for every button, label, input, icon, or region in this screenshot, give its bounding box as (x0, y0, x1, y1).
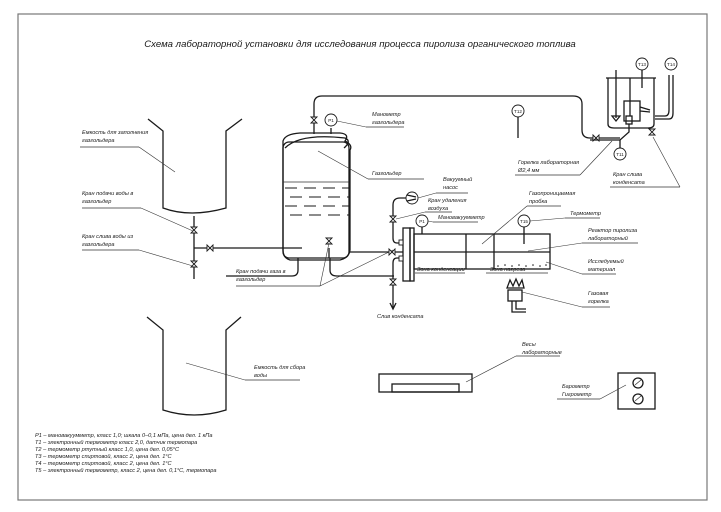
label-tank-collect: Емкость для сбора воды (185, 362, 305, 381)
collect-tank (146, 316, 242, 416)
svg-text:Газопроницаемая: Газопроницаемая (529, 191, 575, 197)
legend-item: T1 – электронный термометр класс 2,0, да… (35, 439, 197, 446)
valve-line[interactable] (206, 243, 214, 253)
svg-text:пробка: пробка (529, 199, 547, 205)
valve-water-out[interactable] (189, 260, 199, 268)
svg-text:газгольдера: газгольдера (82, 242, 115, 248)
gasholder (226, 95, 620, 277)
material-particles (497, 264, 547, 267)
lab-scales (378, 373, 473, 393)
diagram-title: Схема лабораторной установки для исследо… (144, 39, 576, 50)
svg-text:Реактор пиролиза: Реактор пиролиза (588, 228, 637, 234)
svg-text:Гигрометр: Гигрометр (562, 392, 591, 398)
manometer-p1 (324, 113, 338, 127)
legend-item: P1 – мановакуумметр, класс 1,0; шкала 0–… (35, 433, 212, 439)
label-reactor: Реактор пиролиза лабораторный (527, 228, 638, 252)
zone-heating-label: Зона нагрева (490, 267, 525, 273)
instrument-legend: P1 – мановакуумметр, класс 1,0; шкала 0–… (35, 433, 217, 474)
svg-text:Емкость для сбора: Емкость для сбора (254, 365, 305, 371)
legend-item: T4 – термометр спиртовой, класс 2, цена … (35, 460, 173, 467)
svg-text:Газовая: Газовая (588, 291, 608, 297)
drawing-frame (17, 13, 708, 501)
label-material: Исследуемый материал (545, 258, 624, 275)
label-valve-water-in: Кран подачи воды в газгольдер (82, 191, 194, 232)
svg-text:Весы: Весы (522, 342, 536, 348)
label-valve-gas-in: Кран подачи газа в газгольдер (236, 242, 394, 287)
label-valve-water-out: Кран слива воды из газгольдера (82, 234, 194, 267)
valve-gasholder-top[interactable] (309, 116, 319, 124)
label-thermometer: Термометр (529, 211, 601, 222)
svg-text:Кран слива воды из: Кран слива воды из (82, 234, 133, 240)
legend-item: T2 – термометр ртутный класс 1,0, цена д… (35, 446, 180, 453)
svg-text:насос: насос (443, 185, 458, 191)
svg-text:Ø2,4 мм: Ø2,4 мм (517, 168, 540, 174)
thermometer-t14 (664, 57, 678, 71)
tag-t12: T12 (514, 109, 522, 114)
valve-gasholder-bottom[interactable] (324, 237, 334, 245)
zone-condensation-label: Зона конденсации (417, 267, 465, 273)
label-manometer: Манометр газгольдера (336, 112, 405, 128)
svg-text:Манометр: Манометр (372, 112, 401, 118)
tag-t13: T13 (638, 62, 646, 67)
valve-air-removal[interactable] (388, 215, 398, 223)
svg-text:воды: воды (254, 373, 267, 379)
valve-reactor-inlet[interactable] (388, 247, 396, 257)
valve-condensate-drain[interactable] (388, 278, 398, 286)
tag-p1-reactor: P1 (419, 219, 425, 224)
svg-text:Газгольдер: Газгольдер (372, 171, 402, 177)
tag-p1: P1 (328, 118, 334, 123)
label-plug: Газопроницаемая пробка (481, 191, 575, 245)
tag-t15: T15 (520, 219, 528, 224)
svg-text:Мановакуумметр: Мановакуумметр (438, 215, 485, 221)
svg-text:газгольдер: газгольдер (82, 199, 111, 205)
svg-text:Кран подачи воды в: Кран подачи воды в (82, 191, 133, 197)
flame-icon (506, 277, 525, 289)
svg-text:Термометр: Термометр (570, 211, 601, 217)
svg-text:газгольдера: газгольдера (372, 120, 405, 126)
svg-text:горелка: горелка (588, 299, 609, 305)
burner-assembly (590, 70, 674, 143)
label-manovacuummeter: Мановакуумметр (427, 215, 485, 223)
label-valve-condensate: Кран слива конденсата (610, 136, 681, 188)
lab-burner-nozzle (625, 115, 633, 125)
svg-text:Исследуемый: Исследуемый (588, 258, 624, 265)
valve-condensate[interactable] (647, 128, 657, 136)
fill-tank (147, 118, 302, 279)
svg-text:Емкость для заполнения: Емкость для заполнения (82, 130, 148, 136)
svg-text:Барометр: Барометр (562, 384, 590, 390)
label-gas-burner: Газовая горелка (521, 291, 610, 308)
svg-text:газгольдер: газгольдер (236, 277, 265, 283)
barometer-hygrometer (617, 372, 656, 410)
legend-item: T3 – термометр спиртовой, класс 2, цена … (35, 453, 173, 460)
label-lab-burner: Горелка лабораторная Ø2,4 мм (515, 140, 613, 176)
tag-t11: T11 (616, 152, 624, 157)
svg-text:Кран удаления: Кран удаления (428, 198, 467, 204)
svg-text:лабораторные: лабораторные (521, 350, 562, 356)
svg-text:Кран подачи газа в: Кран подачи газа в (236, 269, 286, 275)
svg-text:Вакуумный: Вакуумный (443, 176, 472, 183)
label-vacuum-pump: Вакуумный насос (417, 176, 472, 199)
svg-text:Кран слива: Кран слива (613, 172, 642, 178)
label-tank-fill: Емкость для заполнения газгольдера (80, 130, 176, 173)
svg-text:Горелка лабораторная: Горелка лабораторная (518, 160, 579, 166)
legend-item: T5 – электронный термометр, класс 2, цен… (35, 467, 217, 474)
svg-text:материал: материал (588, 267, 616, 273)
label-valve-air: Кран удаления воздуха (395, 198, 467, 220)
label-condensate-drain: Слив конденсата (377, 314, 424, 320)
tag-t14: T14 (667, 62, 675, 67)
label-barometer: Барометр Гигрометр (557, 384, 627, 400)
label-gasholder: Газгольдер (317, 150, 424, 180)
svg-text:конденсата: конденсата (613, 180, 645, 186)
vacuum-pump[interactable] (405, 191, 419, 205)
svg-text:воздуха: воздуха (428, 206, 448, 212)
svg-text:лабораторный: лабораторный (587, 235, 628, 242)
svg-text:газгольдера: газгольдера (82, 138, 115, 144)
label-scales: Весы лабораторные (465, 342, 562, 383)
valve-water-in[interactable] (189, 226, 199, 234)
reactor (349, 197, 551, 313)
valve-burner-line[interactable] (592, 133, 600, 143)
